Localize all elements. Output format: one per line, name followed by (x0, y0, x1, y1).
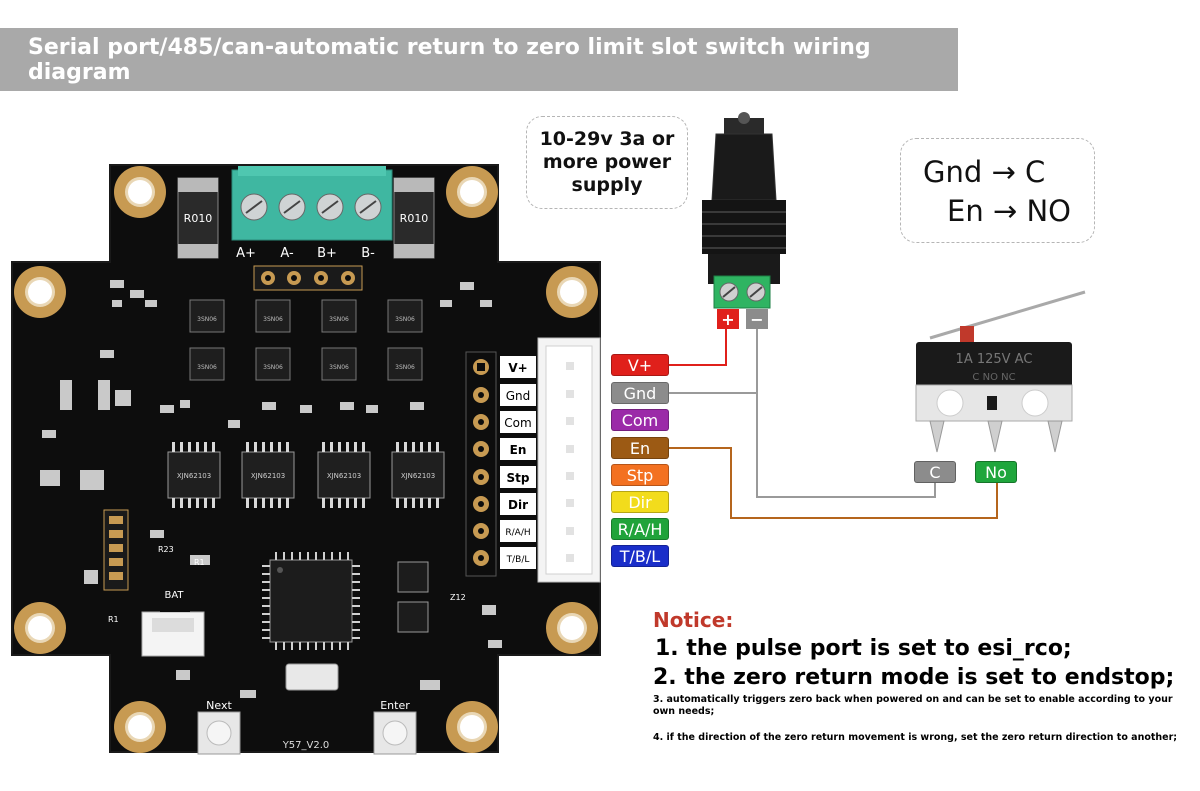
driver-chips: XJN62103 XJN62103 XJN62103 XJN62103 (167, 451, 445, 499)
mapping-en: En (947, 194, 984, 228)
signal-header-pads (465, 351, 497, 577)
board-version: Y57_V2.0 (282, 740, 330, 751)
header-label-com: Com (504, 416, 531, 430)
power-supply-note-text: 10-29v 3a or more power supply (539, 128, 675, 196)
wire-gnd-to-c (756, 393, 936, 498)
signal-connector (537, 337, 601, 583)
driver-chip-label: XJN62103 (401, 472, 435, 480)
mapping-gnd: Gnd (923, 155, 983, 189)
crystal (285, 663, 339, 691)
controller-board: R010 R010 A+ A- B+ B- (11, 164, 601, 755)
mounting-holes (14, 166, 598, 753)
switch-pins-text: C NO NC (972, 372, 1015, 383)
mosfet-array: 3SN06 3SN06 3SN06 3SN06 3SN06 3SN06 3SN0… (189, 299, 423, 381)
shunt-resistor-left: R010 (177, 177, 219, 259)
pin-label-tbl: T/B/L (611, 545, 669, 567)
mosfet-text: 3SN06 (395, 364, 415, 371)
r23-label: R23 (158, 545, 174, 554)
pin-label-gnd: Gnd (611, 382, 669, 404)
psu-plus-label: + (721, 310, 734, 329)
mapping-line-1: Gnd → C (923, 155, 1045, 189)
switch-no-label: No (975, 461, 1017, 483)
motor-pads (253, 265, 363, 291)
pin-label-en: En (611, 437, 669, 459)
wire-en-to-no (669, 447, 998, 519)
limit-switch: 1A 125V AC C NO NC (915, 290, 1086, 453)
pcb-outline (11, 164, 601, 753)
chip-pins (172, 442, 439, 508)
driver-chip-label: XJN62103 (327, 472, 361, 480)
terminal-label-a-plus: A+ (236, 246, 256, 261)
header-label-tbl: T/B/L (506, 555, 530, 565)
pin-label-stp: Stp (611, 464, 669, 486)
switch-body-text: 1A 125V AC (956, 352, 1033, 367)
next-button-label: Next (206, 699, 232, 712)
wiring-mapping-note: Gnd → C En → NO (900, 138, 1095, 243)
motor-terminal-block (231, 166, 393, 241)
pin-label-dir: Dir (611, 491, 669, 513)
header-label-rah: R/A/H (505, 528, 530, 538)
pin-label-rah: R/A/H (611, 518, 669, 540)
pin-label-vplus: V+ (611, 354, 669, 376)
mcu-pins (262, 552, 360, 650)
mosfet-text: 3SN06 (197, 364, 217, 371)
resistor-label-right: R010 (400, 212, 429, 225)
mosfet-text: 3SN06 (263, 364, 283, 371)
battery-label: BAT (164, 590, 184, 601)
pin-label-com: Com (611, 409, 669, 431)
power-supply-note: 10-29v 3a or more power supply (526, 116, 688, 209)
mosfet-text: 3SN06 (329, 364, 349, 371)
notice-section: Notice: 1. the pulse port is set to esi_… (653, 608, 1193, 743)
r1-label-bottom: R1 (108, 615, 119, 624)
terminal-label-a-minus: A- (280, 246, 294, 261)
enter-button[interactable] (373, 711, 417, 755)
wire-vplus (669, 329, 727, 366)
debug-pads (103, 509, 129, 591)
psu-minus-label: − (750, 310, 763, 329)
header-label-gnd: Gnd (506, 389, 531, 403)
notice-line-3: 3. automatically triggers zero back when… (653, 694, 1173, 717)
mosfet-text: 3SN06 (263, 316, 283, 323)
switch-c-label: C (914, 461, 956, 483)
arrow-icon: → (991, 155, 1016, 189)
notice-line-1: 1. the pulse port is set to esi_rco; (655, 636, 1072, 661)
battery-connector (141, 602, 205, 657)
mapping-c: C (1025, 155, 1046, 189)
microcontroller (269, 559, 353, 643)
header-label-vplus: V+ (508, 361, 527, 375)
wire-gnd (669, 329, 758, 394)
r1-label-top: R1 (194, 558, 205, 567)
z12-label: Z12 (450, 593, 466, 602)
mapping-line-2: En → NO (947, 194, 1071, 228)
mosfet-text: 3SN06 (329, 316, 349, 323)
mosfet-text: 3SN06 (395, 316, 415, 323)
arrow-icon: → (992, 194, 1018, 228)
notice-line-4: 4. if the direction of the zero return m… (653, 732, 1178, 743)
psu-plus-marker (717, 309, 739, 329)
terminal-label-b-plus: B+ (317, 246, 337, 261)
psu-minus-marker (746, 309, 768, 329)
regulators (397, 561, 429, 633)
enter-button-label: Enter (380, 699, 410, 712)
header-label-stp: Stp (507, 471, 530, 485)
driver-chip-label: XJN62103 (251, 472, 285, 480)
header-label-en: En (510, 443, 527, 457)
resistor-label-left: R010 (184, 212, 213, 225)
next-button[interactable] (197, 711, 241, 755)
notice-line-2: 2. the zero return mode is set to endsto… (653, 665, 1175, 690)
header-silkscreen (500, 356, 536, 569)
smd-components (40, 280, 502, 698)
diagram-title: Serial port/485/can-automatic return to … (28, 34, 871, 85)
dc-power-jack (702, 112, 786, 309)
header-label-dir: Dir (508, 498, 528, 512)
driver-chip-label: XJN62103 (177, 472, 211, 480)
title-bar: Serial port/485/can-automatic return to … (0, 28, 958, 91)
mapping-no: NO (1026, 194, 1071, 228)
wires (669, 329, 998, 519)
mosfet-text: 3SN06 (197, 316, 217, 323)
terminal-label-b-minus: B- (361, 246, 375, 261)
shunt-resistor-right: R010 (393, 177, 435, 259)
notice-heading: Notice: (653, 608, 734, 632)
